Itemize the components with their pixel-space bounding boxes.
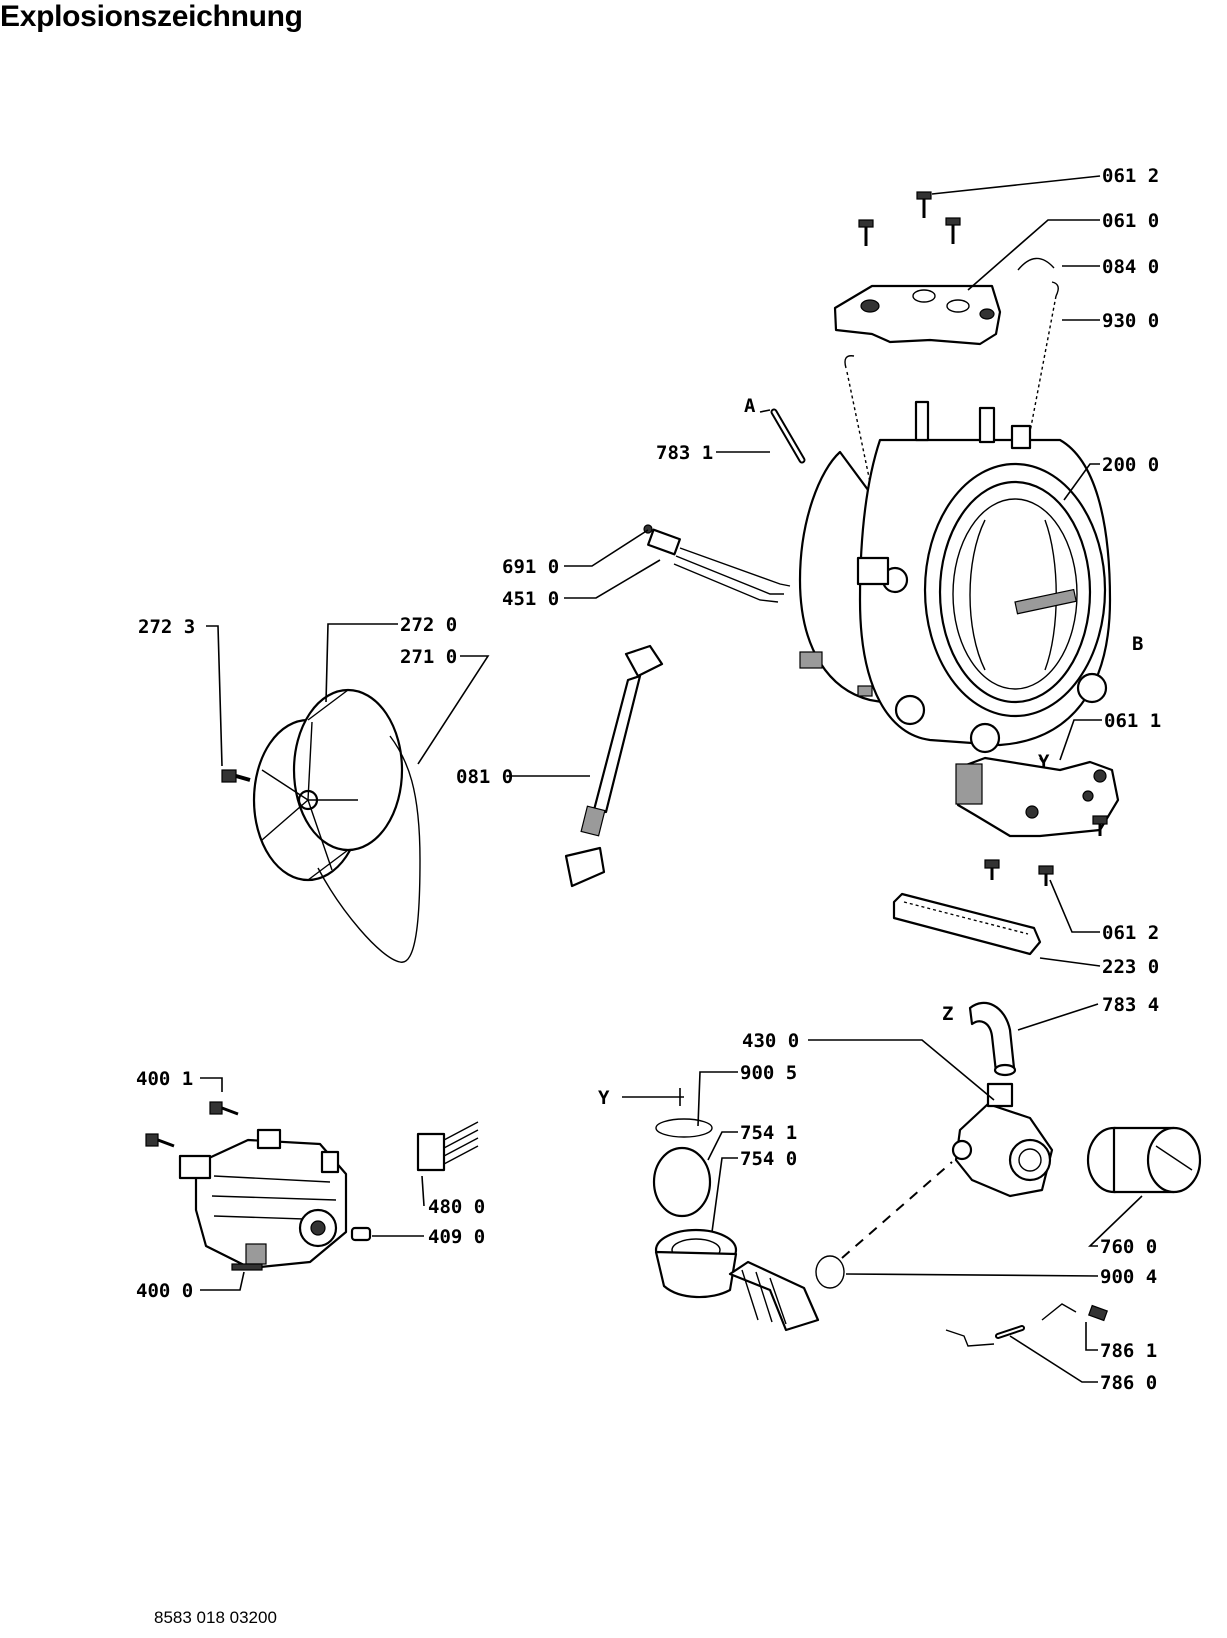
callout-letter-a: A <box>744 395 756 417</box>
document-number: 8583 018 03200 <box>154 1608 277 1627</box>
part-label-691-0: 691 0 <box>502 556 559 578</box>
callout-letter-y-tub: Y <box>1038 751 1050 773</box>
callout-letters: A B Y Y Z <box>598 395 1143 1109</box>
part-label-272-3: 272 3 <box>138 616 195 638</box>
part-label-783-1: 783 1 <box>656 442 713 464</box>
callout-letter-b: B <box>1132 633 1143 655</box>
part-label-061-2-top: 061 2 <box>1102 165 1159 187</box>
pin-786-0 <box>945 1303 1108 1347</box>
tub-assembly <box>798 400 1112 754</box>
front-weight-223 <box>892 892 1042 956</box>
ball-valve <box>652 1146 712 1218</box>
part-label-223-0: 223 0 <box>1102 956 1159 978</box>
callout-letter-y-sump: Y <box>598 1087 610 1109</box>
part-label-760-0: 760 0 <box>1100 1236 1157 1258</box>
motor <box>178 1128 348 1271</box>
part-label-900-5: 900 5 <box>740 1062 797 1084</box>
small-plug <box>350 1226 372 1242</box>
part-label-271-0: 271 0 <box>400 646 457 668</box>
shock-absorber <box>564 644 664 888</box>
part-labels: 061 2 061 0 084 0 930 0 783 1 200 0 691 … <box>136 165 1161 1394</box>
part-label-786-0: 786 0 <box>1100 1372 1157 1394</box>
part-label-084-0: 084 0 <box>1102 256 1159 278</box>
part-label-451-0: 451 0 <box>502 588 559 610</box>
hose-clamp-ring <box>655 1118 713 1138</box>
motor-connector <box>416 1121 479 1172</box>
drum-pulley <box>252 688 404 882</box>
part-label-783-4: 783 4 <box>1102 994 1159 1016</box>
part-label-409-0: 409 0 <box>428 1226 485 1248</box>
sump-hose <box>654 1228 820 1332</box>
part-label-200-0: 200 0 <box>1102 454 1159 476</box>
part-label-430-0: 430 0 <box>742 1030 799 1052</box>
part-label-061-1: 061 1 <box>1104 710 1161 732</box>
part-label-754-1: 754 1 <box>740 1122 797 1144</box>
page-title: Explosionszeichnung <box>0 0 303 33</box>
counterweight <box>833 284 1002 346</box>
bottom-screws <box>984 815 1108 886</box>
part-label-900-4: 900 4 <box>1100 1266 1157 1288</box>
part-label-081-0: 081 0 <box>456 766 513 788</box>
part-label-480-0: 480 0 <box>428 1196 485 1218</box>
part-label-272-0: 272 0 <box>400 614 457 636</box>
tub-bracket <box>955 756 1120 838</box>
drive-belt <box>317 735 421 963</box>
motor-screws <box>145 1101 239 1148</box>
part-label-930-0: 930 0 <box>1102 310 1159 332</box>
part-label-786-1: 786 1 <box>1100 1340 1157 1362</box>
part-label-754-0: 754 0 <box>740 1148 797 1170</box>
part-label-400-0: 400 0 <box>136 1280 193 1302</box>
part-label-400-1: 400 1 <box>136 1068 193 1090</box>
small-clamp <box>815 1255 845 1289</box>
pump-connection-dashed <box>841 1161 953 1259</box>
leader-lines <box>200 175 1143 1383</box>
part-label-061-0: 061 0 <box>1102 210 1159 232</box>
pump-filter <box>1086 1126 1202 1194</box>
heating-element <box>643 524 791 603</box>
hose-elbow-783-4 <box>968 1001 1017 1077</box>
pin-783-1 <box>770 408 806 464</box>
top-screw-group <box>858 191 961 246</box>
pulley-bolt <box>221 769 251 783</box>
callout-letter-z: Z <box>942 1003 953 1025</box>
drain-pump <box>951 1082 1054 1198</box>
spring-hook <box>1017 257 1055 271</box>
part-label-061-2-bottom: 061 2 <box>1102 922 1159 944</box>
